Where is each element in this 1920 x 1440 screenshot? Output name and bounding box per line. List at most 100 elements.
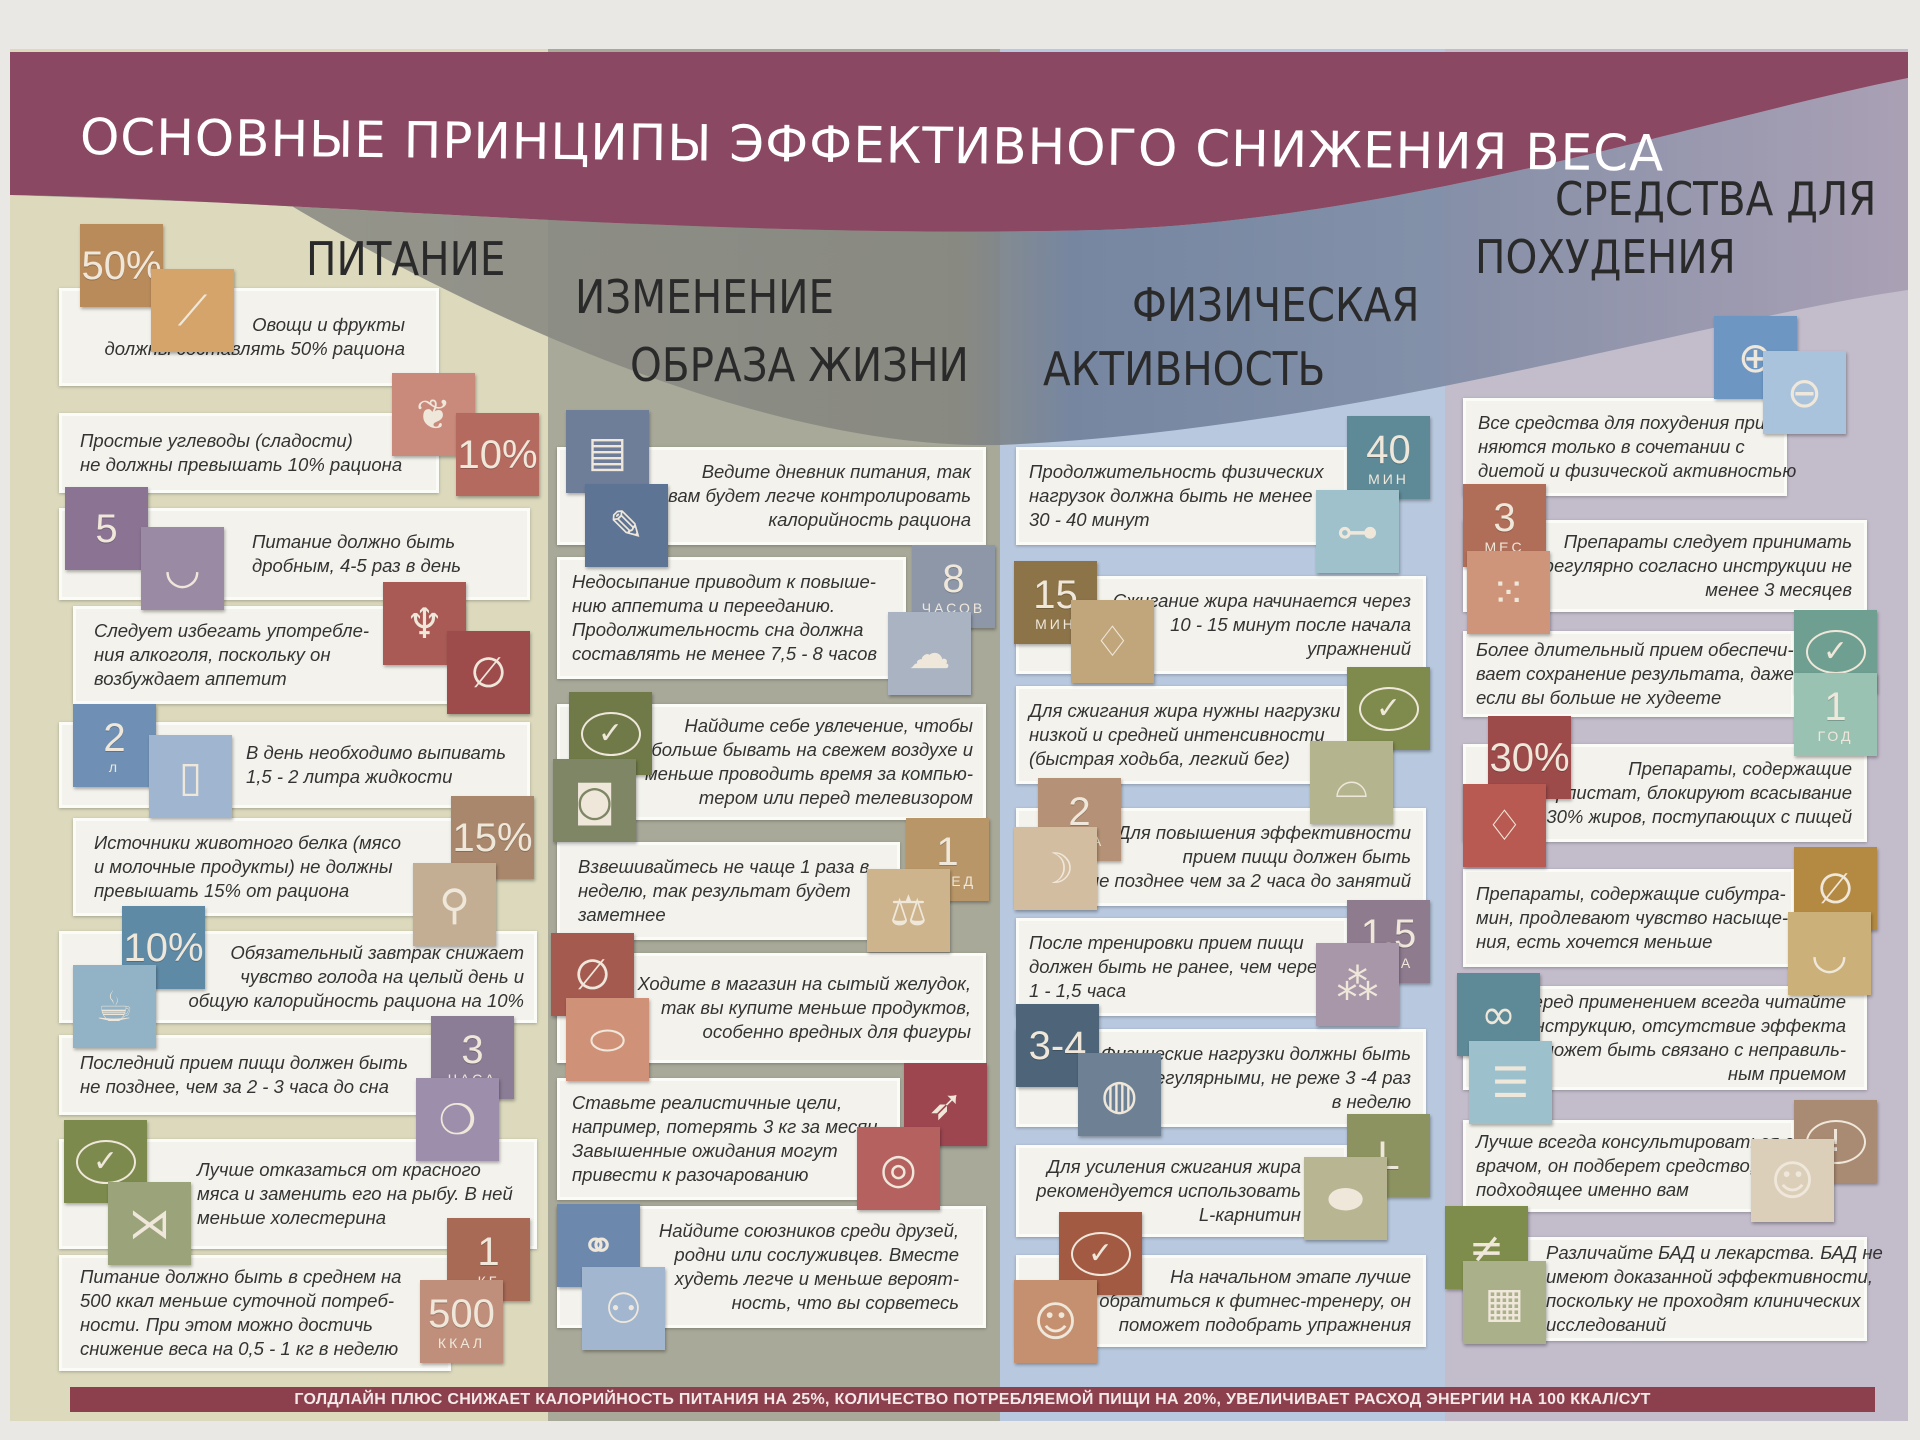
tip-text-line: чувство голода на целый день и	[240, 966, 524, 987]
tip-text-line: упражнений	[1307, 638, 1411, 659]
pill-icon: ⊖	[1786, 367, 1823, 417]
tile-value: 50%	[81, 243, 162, 288]
tip-text-line: нию аппетита и перееданию.	[572, 595, 835, 616]
tip-text-line: привести к разочарованию	[572, 1164, 809, 1185]
tile-value: 10%	[123, 925, 204, 970]
tip-text-line: Для сжигания жира нужны нагрузки	[1029, 700, 1341, 721]
prohibited-icon: ∅	[470, 647, 507, 697]
tile-unit: МИН	[1368, 470, 1409, 487]
tip-text-line: Препараты, содержащие	[1628, 758, 1852, 779]
instruction-sheet-tile: ☰	[1469, 1041, 1552, 1124]
tip-card: Все средства для похудения приме-няются …	[1463, 398, 1796, 496]
tip-text-line: Более длительный прием обеспечи-	[1476, 639, 1794, 660]
book-icon: ▤	[587, 426, 628, 476]
supplements-tile: ▦	[1463, 1261, 1546, 1344]
tip-text-line: составлять не менее 7,5 - 8 часов	[572, 643, 878, 664]
tip-text-line: не должны превышать 10% рациона	[80, 454, 403, 475]
tip-text-line: После тренировки прием пищи	[1029, 932, 1304, 953]
tip-text-line: низкой и средней интенсивности	[1029, 724, 1325, 745]
tip-text-line: Найдите союзников среди друзей,	[658, 1220, 959, 1241]
tip-text-line: поскольку не проходят клинических	[1546, 1290, 1861, 1311]
tip-text-line: особенно вредных для фигуры	[702, 1021, 971, 1042]
check-circle-icon: ✓	[1070, 1231, 1131, 1276]
bowl-tile: ◡	[141, 527, 224, 610]
tip-card: Взвешивайтесь не чаще 1 раза в неделю, та…	[557, 842, 900, 940]
tip-text-line: неделю, так результат будет	[578, 880, 851, 901]
tip-text-line: Питание должно быть в среднем на	[80, 1266, 402, 1287]
tip-text-line: Следует избегать употребле-	[94, 620, 370, 641]
pillow-icon: ☁	[908, 628, 951, 678]
tip-text-line: тером или перед телевизором	[698, 787, 973, 808]
tip-text-line: меньше проводить время за компью-	[645, 763, 973, 784]
scale-tile: ⚖	[867, 869, 950, 952]
tip-text-line: Сжигание жира начинается через	[1112, 590, 1411, 611]
tip-text-line: Ходите в магазин на сытый желудок,	[637, 973, 971, 994]
tip-text-line: Препараты, содержащие сибутра-	[1476, 883, 1786, 904]
coffee-cup-icon: ☕	[95, 981, 134, 1031]
tip-text-line: мяса и заменить его на рыбу. В ней	[197, 1183, 513, 1204]
carrot-icon: ⟋	[177, 285, 208, 335]
tip-text-line: Физические нагрузки должны быть	[1101, 1043, 1411, 1064]
tip-card: Более длительный прием обеспечи-вает сох…	[1463, 631, 1794, 717]
target-icon: ◎	[880, 1143, 917, 1193]
tip-text-line: В день необходимо выпивать	[246, 742, 506, 763]
pen-icon: ✎	[608, 500, 645, 550]
tip-text-line: вам будет легче контролировать	[668, 485, 971, 506]
tip-text-line: Последний прием пищи должен быть	[80, 1052, 408, 1073]
tip-card: Лучше всегда консультироваться с врачом, …	[1463, 1120, 1794, 1212]
tip-text-line: общую калорийность рациона на 10%	[188, 990, 524, 1011]
glasses-icon: ∞	[1481, 989, 1516, 1039]
capsule-icon: ⬬	[1327, 1173, 1364, 1223]
bowl-tile: ◡	[1788, 912, 1871, 995]
tip-text-line: Овощи и фрукты	[252, 314, 405, 335]
tip-text-line: может быть связано с неправиль-	[1541, 1039, 1846, 1060]
banana-tile: ☽	[1014, 827, 1097, 910]
tile-value: 8	[942, 556, 965, 601]
tip-text-line: и молочные продукты) не должны	[94, 856, 393, 877]
camera-tile: ◙	[553, 759, 636, 842]
tile-value: 1	[936, 829, 959, 874]
tip-text-line: Лучше всегда консультироваться с	[1476, 1131, 1794, 1152]
scale-icon: ⚖	[889, 885, 928, 935]
number-tile: 5	[65, 487, 148, 570]
banana-icon: ☽	[1036, 843, 1075, 893]
pill-tile: ⊖	[1763, 351, 1846, 434]
tip-text-line: Завышенные ожидания могут	[572, 1140, 838, 1161]
doctor-tile: ☺	[1751, 1139, 1834, 1222]
tip-text-line: Взвешивайтесь не чаще 1 раза в	[578, 856, 870, 877]
tip-text-line: должны составлять 50% рациона	[104, 338, 406, 359]
tile-value: 1	[1824, 684, 1847, 729]
column-heading: ОБРАЗА ЖИЗНИ	[630, 338, 969, 392]
tip-text-line: Питание должно быть	[252, 531, 456, 552]
family-tile: ⚇	[582, 1267, 665, 1350]
tile-value: 5	[95, 506, 118, 551]
tip-card: Простые углеводы (сладости) не должны пре…	[59, 413, 439, 493]
tip-text-line: 1 - 1,5 часа	[1029, 980, 1126, 1001]
tile-unit: МЕС	[1484, 538, 1525, 555]
tip-text-line: Простые углеводы (сладости)	[80, 430, 353, 451]
grapes-tile: ⁂	[1316, 943, 1399, 1026]
tip-text-line: мин, продлевают чувство насыще-	[1476, 907, 1789, 928]
tip-text-line: Для повышения эффективности	[1117, 822, 1411, 843]
pillow-tile: ☁	[888, 612, 971, 695]
tip-text-line: Найдите себе увлечение, чтобы	[684, 715, 973, 736]
coffee-cup-tile: ☕	[73, 965, 156, 1048]
tip-text-line: калорийность рациона	[768, 509, 971, 530]
pen-tile: ✎	[585, 484, 668, 567]
fish-tile: ⋊	[108, 1182, 191, 1265]
tile-unit: ЧАСОВ	[921, 599, 986, 616]
tip-text-line: превышать 15% от рациона	[94, 880, 350, 901]
tip-text-line: менее 3 месяцев	[1705, 579, 1852, 600]
tip-text-line: нагрузок должна быть не менее	[1029, 485, 1313, 506]
tip-text-line: если вы больше не худеете	[1476, 687, 1722, 708]
tile-value: 3-4	[1028, 1023, 1087, 1068]
tip-text-line: регулярными, не реже 3 -4 раз	[1144, 1067, 1411, 1088]
sausage-icon: ⬭	[589, 1014, 626, 1064]
grapes-icon: ⁂	[1336, 959, 1379, 1009]
tip-text-line: Все средства для похудения приме-	[1478, 412, 1795, 433]
wine-glass-icon: ♆	[405, 598, 444, 648]
tip-text-line: врачом, он подберет средство,	[1476, 1155, 1755, 1176]
